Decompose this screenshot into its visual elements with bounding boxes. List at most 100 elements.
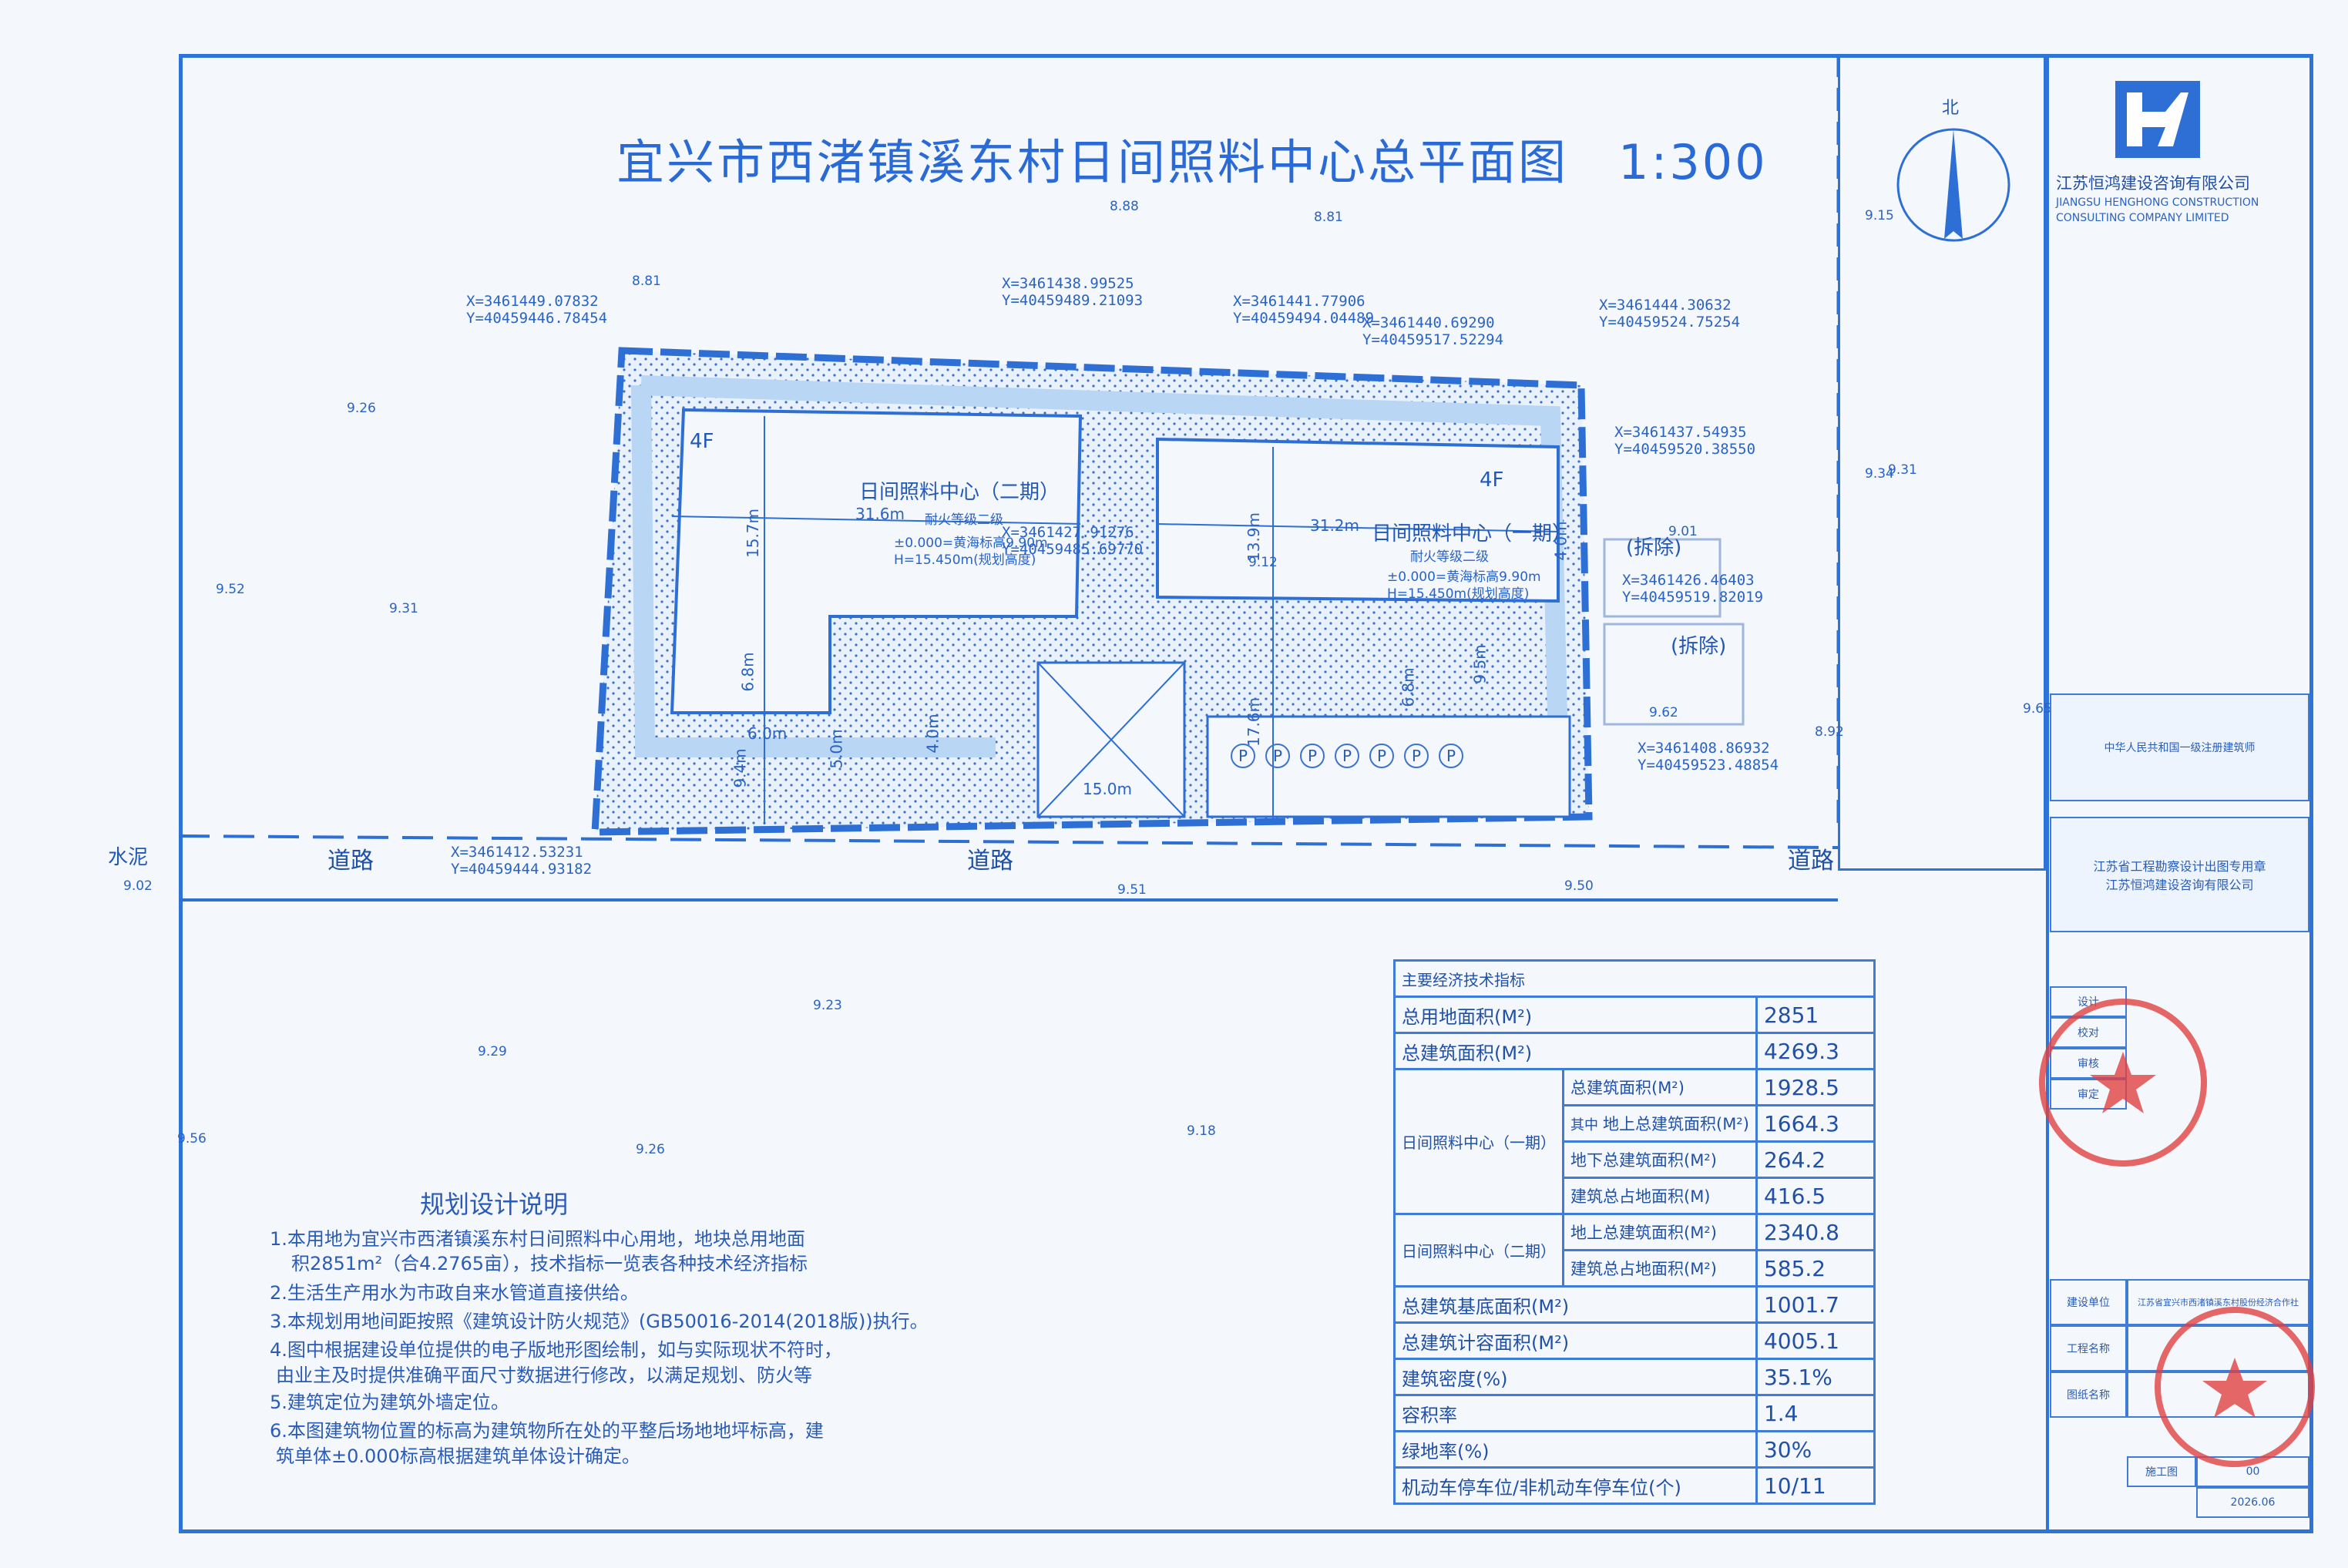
dimension-label: 6.0m [747,724,788,743]
registration-stamp-title: 中华人民共和国一级注册建筑师 [2104,742,2256,754]
spot-height: 9.02 [123,878,153,894]
parking-space-icon: P [1369,744,1394,768]
demolish-label: (拆除) [1671,635,1727,658]
demolish-building-1 [1603,538,1722,618]
dimension-label: 4.0m [1551,521,1570,561]
tech-indicators-table: 主要经济技术指标 总用地面积(M²) 2851 总建筑面积(M²) 4269.3… [1393,959,1876,1505]
table-row: 总建筑面积(M²) 4269.3 [1393,1032,1876,1070]
parking-space-icon: P [1265,744,1290,768]
demolish-label: (拆除) [1626,536,1682,559]
coordinate-label: X=3461449.07832 Y=40459446.78454 [466,293,608,327]
building-phase1-name: 日间照料中心（一期） [1372,522,1573,546]
coordinate-label: X=3461440.69290 Y=40459517.52294 [1362,314,1504,348]
check-sign-label: 校对 [2050,1017,2127,1048]
road-label: 道路 [1788,848,1834,875]
notes-line: 1.本用地为宜兴市西渚镇溪东村日间照料中心用地，地块总用地面 [270,1228,805,1250]
design-stamp-title: 江苏省工程勘察设计出图专用章 [2093,859,2266,874]
registration-stamp: 中华人民共和国一级注册建筑师 [2050,693,2309,801]
table-row: 总建筑基底面积(M²) 1001.7 [1393,1285,1876,1324]
north-label: 北 [1942,99,1960,118]
building-phase1-floors: 4F [1480,468,1504,492]
project-label: 工程名称 [2050,1325,2127,1372]
spot-height: 9.62 [1649,705,1678,720]
spot-height: 9.51 [1117,882,1147,898]
spot-height: 9.50 [1564,878,1594,894]
spot-height: 8.81 [1314,210,1343,225]
north-arrow-frame [1838,54,2046,871]
spot-height: 8.81 [632,274,661,289]
notes-line: 5.建筑定位为建筑外墙定位。 [270,1392,509,1413]
road-centerline [179,834,1838,849]
table-row: 其中地上总建筑面积(M²) 1664.3 [1395,1104,1876,1143]
table-row: 建筑密度(%) 35.1% [1393,1358,1876,1396]
table-row: 日间照料中心（一期） 总建筑面积(M²) 1928.5 [1393,1068,1876,1215]
notes-line: 积2851m²（合4.2765亩），技术指标一览表各种技术经济指标 [291,1253,808,1274]
date-value: 2026.06 [2196,1487,2309,1518]
company-name-en-2: CONSULTING COMPANY LIMITED [2056,212,2229,224]
spot-height: 9.31 [389,601,418,616]
design-stamp: 江苏省工程勘察设计出图专用章 江苏恒鸿建设咨询有限公司 [2050,817,2309,932]
drawing-label: 图纸名称 [2050,1372,2127,1418]
parking-space-icon: P [1335,744,1359,768]
dimension-label: 4.0m [923,713,942,754]
dimension-label: 31.2m [1310,516,1360,535]
notes-line: 2.生活生产用水为市政自来水管道直接供给。 [270,1282,639,1304]
building-phase2-height: H=15.450m(规划高度) [894,552,1036,568]
table-row: 日间照料中心（二期） 地上总建筑面积(M²) 2340.8 [1393,1213,1876,1288]
title-block-frame [2046,54,2313,1533]
notes-line: 由业主及时提供准确平面尺寸数据进行修改，以满足规划、防火等 [276,1365,812,1386]
parking-space-icon: P [1439,744,1463,768]
dimension-label: 5.0m [827,729,846,769]
company-logo-icon [2115,81,2200,158]
spot-height: 9.65 [2023,701,2052,717]
building-phase2-name: 日间照料中心（二期） [859,481,1060,504]
table-row: 建筑总占地面积(M) 416.5 [1395,1177,1876,1215]
dimension-label: 31.6m [855,505,905,523]
demolish-building-2 [1603,623,1745,726]
table-row: 地下总建筑面积(M²) 264.2 [1395,1140,1876,1179]
spot-height: 9.15 [1865,208,1894,223]
spot-height: 8.88 [1110,199,1139,214]
stage-value: 施工图 [2127,1456,2196,1487]
coordinate-label: X=3461412.53231 Y=40459444.93182 [451,844,593,878]
coordinate-label: X=3461444.30632 Y=40459524.75254 [1599,297,1741,331]
table-row: 建筑总占地面积(M²) 585.2 [1395,1249,1876,1288]
version-value: 00 [2196,1456,2309,1487]
spot-height: 9.26 [347,401,376,416]
coordinate-label: X=3461427.91276 Y=40459485.69770 [1002,524,1144,558]
spot-height: 9.12 [1248,555,1278,570]
parking-space-icon: P [1231,744,1255,768]
notes-title: 规划设计说明 [420,1190,569,1219]
notes-line: 4.图中根据建设单位提供的电子版地形图绘制，如与实际现状不符时， [270,1339,842,1361]
parking-area [1206,715,1571,818]
dimension-label: 9.4m [731,748,750,788]
notes-line: 6.本图建筑物位置的标高为建筑物所在处的平整后场地地坪标高，建 [270,1420,824,1442]
building-phase1 [1156,437,1560,603]
coordinate-label: X=3461438.99525 Y=40459489.21093 [1002,275,1144,309]
dimension-label: 9.5m [1470,644,1490,684]
building-phase2-floors: 4F [690,430,714,453]
official-seal-icon [2155,1307,2315,1467]
coordinate-label: X=3461441.77906 Y=40459494.04489 [1233,293,1375,327]
spot-height: 9.34 [1865,466,1894,482]
client-label: 建设单位 [2050,1279,2127,1325]
notes-line: 筑单体±0.000标高根据建筑单体设计确定。 [276,1445,640,1467]
table-row: 总建筑计容面积(M²) 4005.1 [1393,1321,1876,1360]
parking-space-icon: P [1404,744,1429,768]
dimension-label: 17.6m [1245,697,1264,747]
sub-label: 其中 [1570,1117,1598,1133]
coordinate-label: X=3461426.46403 Y=40459519.82019 [1622,572,1764,606]
building-phase2-fire: 耐火等级二级 [925,512,1003,528]
coordinate-label: X=3461437.54935 Y=40459520.38550 [1614,424,1756,458]
notes-line: 3.本规划用地间距按照《建筑设计防火规范》(GB50016-2014(2018版… [270,1311,929,1332]
parking-space-icon: P [1300,744,1325,768]
table-row: 绿地率(%) 30% [1393,1430,1876,1469]
spot-height: 9.56 [177,1131,207,1147]
client-value: 江苏省宜兴市西渚镇溪东村股份经济合作社 [2127,1279,2309,1325]
company-name-cn: 江苏恒鸿建设咨询有限公司 [2056,174,2250,193]
dimension-label: 6.8m [1399,667,1418,707]
table-row: 机动车停车位/非机动车停车位(个) 10/11 [1393,1466,1876,1505]
spot-height: 9.18 [1187,1123,1216,1139]
coordinate-label: X=3461408.86932 Y=40459523.48854 [1638,740,1779,774]
building-phase1-height: H=15.450m(规划高度) [1387,586,1530,602]
